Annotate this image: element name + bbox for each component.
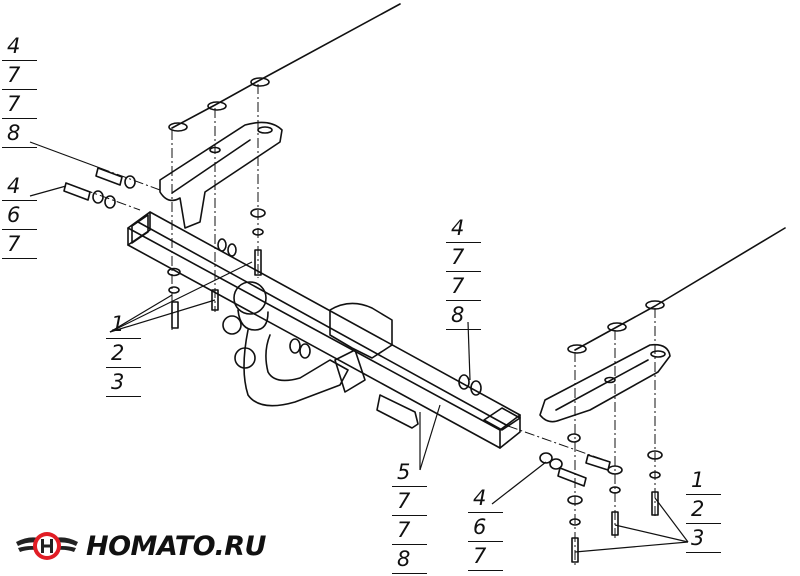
loose-hardware-right: [539, 433, 663, 563]
bracket-left: [159, 121, 283, 229]
callout-label: 1: [106, 310, 141, 339]
callout-top-left: 4 7 7 8: [2, 32, 37, 148]
callout-label: 5: [392, 458, 427, 487]
callout-center: 4 7 7 8: [446, 214, 481, 330]
brand-logo: HOMATO.RU: [14, 524, 266, 568]
center-mount: [329, 302, 393, 359]
bracket-right: [539, 343, 671, 423]
callout-label: 6: [468, 513, 503, 542]
callout-label: 2: [686, 495, 721, 524]
cable-left: [171, 3, 401, 129]
cable-nuts-left: [168, 77, 270, 132]
callout-label: 2: [106, 339, 141, 368]
beam-bolts: [217, 238, 482, 429]
callout-label: 7: [392, 487, 427, 516]
callout-label: 7: [446, 272, 481, 301]
callout-label: 7: [468, 542, 503, 571]
callout-label: 3: [106, 368, 141, 397]
callout-label: 8: [392, 545, 427, 574]
callout-label: 7: [2, 230, 37, 259]
tow-ball: [233, 281, 267, 315]
callout-label: 7: [446, 243, 481, 272]
callout-label: 7: [392, 516, 427, 545]
tow-arm: [243, 329, 349, 407]
homato-logo-icon: [16, 532, 78, 560]
callout-label: 4: [2, 32, 37, 61]
callout-bottom-center-b: 4 6 7: [468, 484, 503, 571]
callout-label: 7: [2, 61, 37, 90]
callout-bottom-center: 5 7 7 8: [392, 458, 427, 574]
callout-label: 1: [686, 466, 721, 495]
callout-label: 4: [446, 214, 481, 243]
callout-label: 8: [446, 301, 481, 330]
brand-name: HOMATO.RU: [86, 530, 266, 562]
cable-right: [574, 227, 786, 351]
callout-label: 3: [686, 524, 721, 553]
callout-bottom-right: 1 2 3: [686, 466, 721, 553]
callout-label: 6: [2, 201, 37, 230]
callout-label: 4: [2, 172, 37, 201]
callout-label: 4: [468, 484, 503, 513]
callout-left-lower: 1 2 3: [106, 310, 141, 397]
callout-left: 4 6 7: [2, 172, 37, 259]
callout-label: 7: [2, 90, 37, 119]
callout-label: 8: [2, 119, 37, 148]
